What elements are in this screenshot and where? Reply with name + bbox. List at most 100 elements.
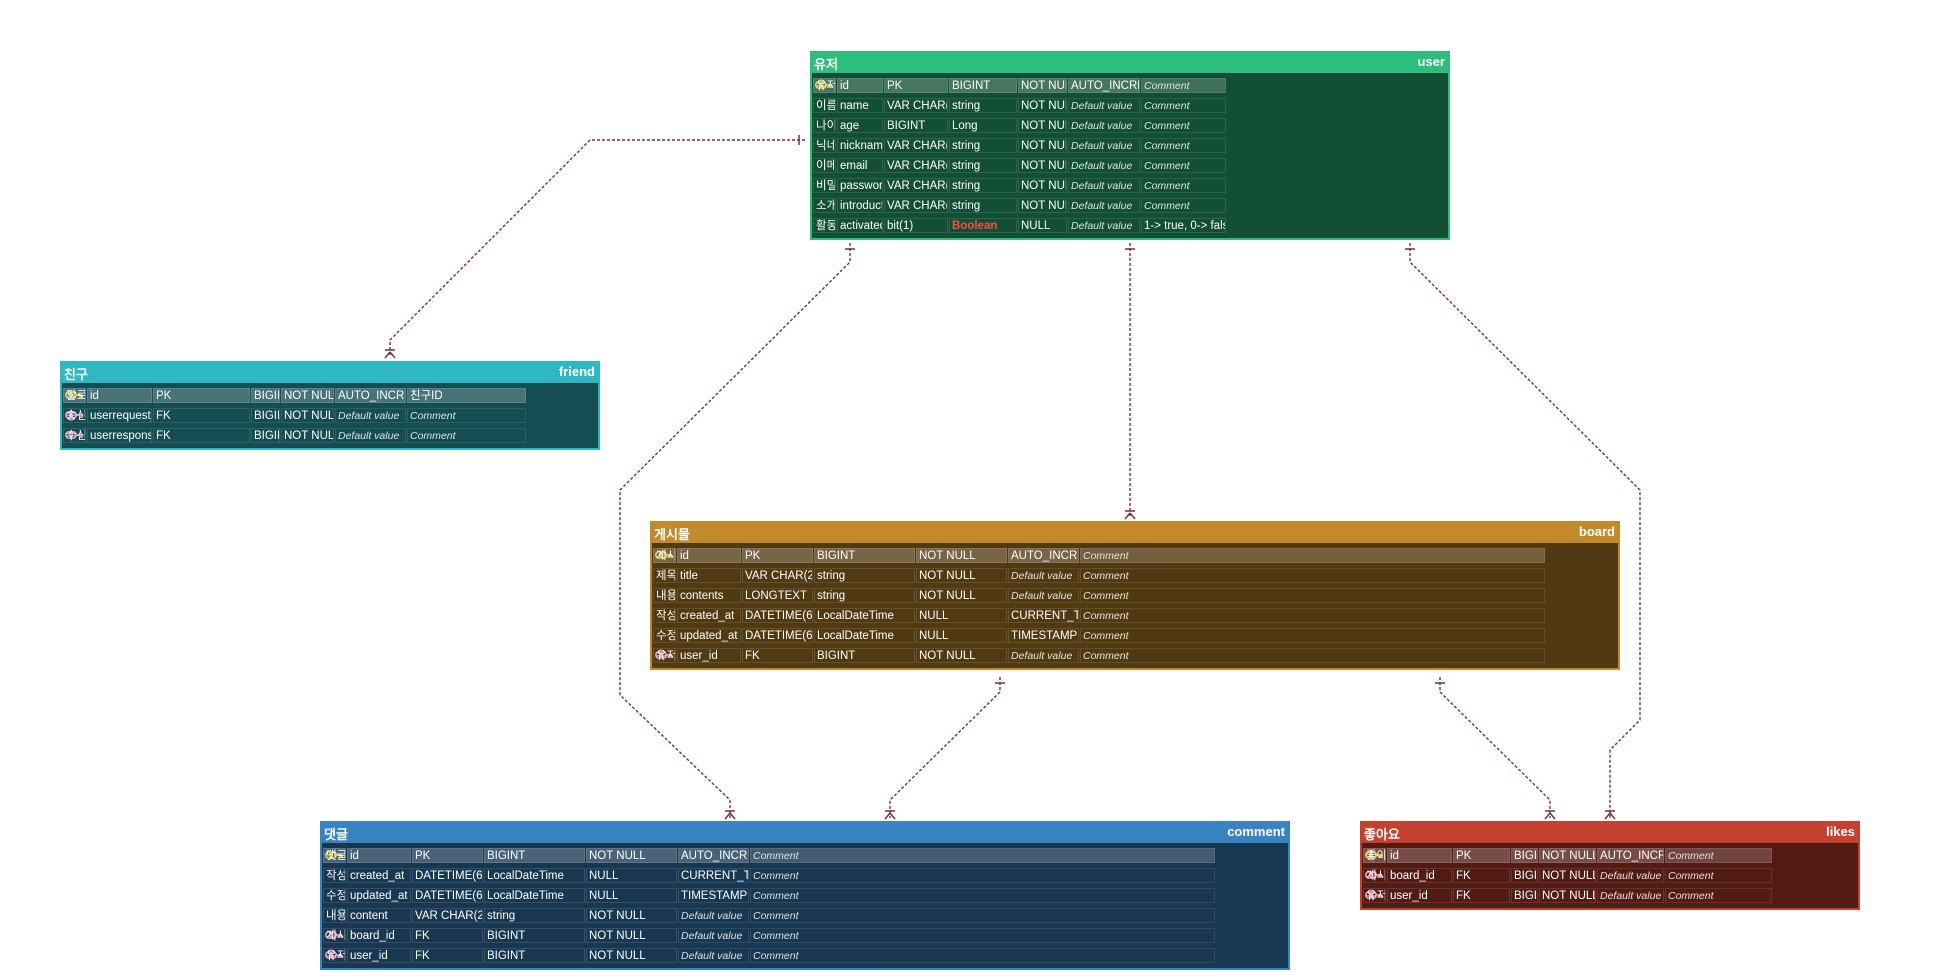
field-label: 수정일 bbox=[653, 628, 676, 643]
column-name: updated_at bbox=[677, 628, 741, 643]
comment: Comment bbox=[407, 408, 526, 423]
column-name: board_id bbox=[1387, 868, 1452, 883]
comment: Comment bbox=[1080, 648, 1545, 663]
key-or-type: DATETIME(6) bbox=[412, 868, 483, 883]
java-type: LocalDateTime bbox=[484, 868, 585, 883]
comment: Comment bbox=[1141, 138, 1226, 153]
column-name: user_id bbox=[347, 948, 411, 963]
default: Default value bbox=[1008, 648, 1079, 663]
key-or-type: FK bbox=[153, 428, 250, 443]
nullability: NOT NULL bbox=[916, 588, 1007, 603]
default: Default value bbox=[1068, 218, 1140, 233]
table-header[interactable]: 게시물 board bbox=[652, 523, 1618, 543]
foreign-key-icon bbox=[64, 428, 84, 443]
field-label: 게시물ID bbox=[653, 548, 676, 563]
java-type: Boolean bbox=[949, 218, 1017, 233]
comment: Comment bbox=[1080, 588, 1545, 603]
default: Default value bbox=[335, 428, 406, 443]
table-name-english: friend bbox=[558, 364, 595, 379]
column-name: id bbox=[87, 388, 152, 403]
field-label: 유저ID bbox=[323, 948, 346, 963]
default: Default value bbox=[678, 948, 749, 963]
primary-key-icon bbox=[814, 78, 834, 93]
key-or-type: VAR CHAR(255) bbox=[884, 198, 948, 213]
default: TIMESTAMP DEFAULT CURRENT_TIMESTAMP ON U… bbox=[1008, 628, 1079, 643]
field-label: 유저ID bbox=[1363, 888, 1386, 903]
nullability: NOT NULL bbox=[916, 568, 1007, 583]
column-name: name bbox=[837, 98, 883, 113]
java-type: BIGINT bbox=[1511, 868, 1538, 883]
table-row[interactable]: 작성일created_atDATETIME(6)LocalDateTimeNUL… bbox=[653, 608, 1617, 624]
table-name-english: board bbox=[1578, 524, 1615, 539]
key-or-type: PK bbox=[742, 548, 813, 563]
default: Default value bbox=[1068, 158, 1140, 173]
table-row[interactable]: 수정일updated_atDATETIME(6)LocalDateTimeNUL… bbox=[323, 888, 1287, 904]
column-name: id bbox=[347, 848, 411, 863]
table-row[interactable]: 수정일updated_atDATETIME(6)LocalDateTimeNUL… bbox=[653, 628, 1617, 644]
java-type: string bbox=[814, 588, 915, 603]
comment: Comment bbox=[1141, 158, 1226, 173]
nullability: NOT NULL bbox=[1018, 118, 1067, 133]
field-label: 제목 bbox=[653, 568, 676, 583]
field-label: 소개글 bbox=[813, 198, 836, 213]
many-marker bbox=[1604, 810, 1616, 820]
java-type: BIGINT bbox=[949, 78, 1017, 93]
key-or-type: DATETIME(6) bbox=[742, 628, 813, 643]
java-type: BIGINT bbox=[251, 428, 280, 443]
column-name: nickname bbox=[837, 138, 883, 153]
table-row[interactable]: 팔로워IDidPKBIGINTNOT NULLAUTO_INCREMENT친구I… bbox=[63, 388, 597, 404]
table-row[interactable]: 게시물IDidPKBIGINTNOT NULLAUTO_INCREMENTCom… bbox=[653, 548, 1617, 564]
nullability: NULL bbox=[586, 888, 677, 903]
column-name: activated bbox=[837, 218, 883, 233]
table-row[interactable]: 유저IDidPKBIGINTNOT NULLAUTO_INCREMENTComm… bbox=[813, 78, 1447, 94]
comment: Comment bbox=[750, 948, 1215, 963]
many-marker bbox=[884, 810, 896, 820]
comment: Comment bbox=[1141, 198, 1226, 213]
column-name: updated_at bbox=[347, 888, 411, 903]
default: Default value bbox=[1068, 178, 1140, 193]
table-row[interactable]: 좋아요IDidPKBIGINTNOT NULLAUTO_INCREMENTCom… bbox=[1363, 848, 1857, 864]
key-or-type: PK bbox=[1453, 848, 1510, 863]
comment: Comment bbox=[1141, 178, 1226, 193]
line-user-friend bbox=[389, 139, 805, 357]
table-row[interactable]: 댓글IDidPKBIGINTNOT NULLAUTO_INCREMENTComm… bbox=[323, 848, 1287, 864]
table-board[interactable]: 게시물 board 게시물IDidPKBIGINTNOT NULLAUTO_INCR… bbox=[650, 521, 1620, 670]
default: Default value bbox=[1068, 198, 1140, 213]
default: AUTO_INCREMENT bbox=[335, 388, 406, 403]
table-row[interactable]: 작성일created_atDATETIME(6)LocalDateTimeNUL… bbox=[323, 868, 1287, 884]
column-name: content bbox=[347, 908, 411, 923]
field-label: 댓글ID bbox=[323, 848, 346, 863]
table-name-korean: 게시물 bbox=[654, 527, 690, 542]
java-type: Long bbox=[949, 118, 1017, 133]
many-marker bbox=[724, 810, 736, 820]
default: Default value bbox=[1597, 888, 1664, 903]
line-board-likes bbox=[1439, 677, 1551, 818]
comment: Comment bbox=[1080, 608, 1545, 623]
nullability: NOT NULL bbox=[1018, 158, 1067, 173]
